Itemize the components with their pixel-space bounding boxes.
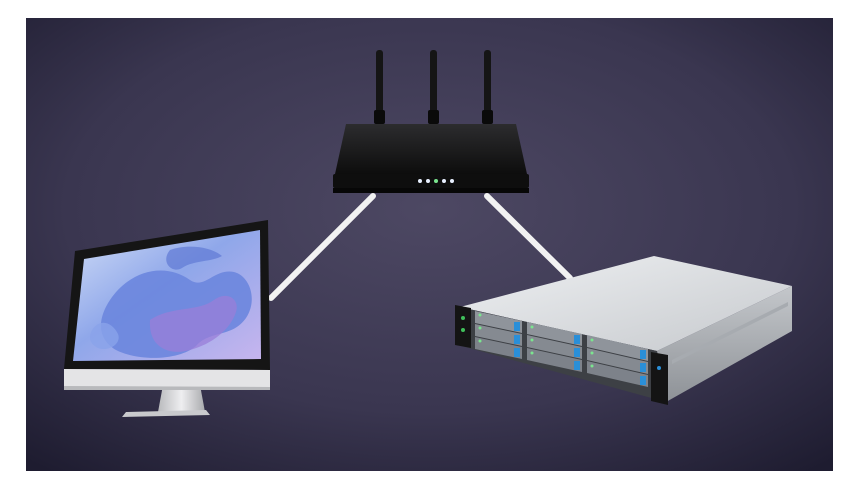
server-side [657, 286, 792, 402]
router-antenna [376, 50, 383, 128]
router-antenna [484, 50, 491, 128]
monitor-wallpaper [90, 246, 252, 358]
drive-bay [475, 324, 522, 346]
router-body [335, 124, 527, 174]
drive-bay [475, 337, 522, 359]
link-router-desktop [268, 193, 376, 301]
drive-bay [527, 335, 582, 359]
network-links [268, 193, 573, 301]
monitor-base [122, 410, 210, 417]
router-antenna [430, 50, 437, 128]
server-top [460, 256, 792, 351]
router-led [426, 179, 430, 183]
wifi-router-icon [333, 50, 529, 193]
router-front [333, 174, 529, 188]
router-status-leds [418, 179, 454, 183]
server-ear-right [651, 352, 668, 405]
desktop-monitor-icon [64, 220, 270, 417]
router-led [434, 179, 438, 183]
router-led [418, 179, 422, 183]
router-led [442, 179, 446, 183]
drive-bay [475, 311, 522, 333]
drive-bay [587, 361, 648, 387]
rack-server-icon [455, 256, 792, 405]
router-led [450, 179, 454, 183]
link-router-server [484, 193, 573, 281]
drive-bay [587, 348, 648, 374]
server-drive-bays [475, 311, 648, 387]
drive-bay [527, 322, 582, 346]
server-ear-left [455, 305, 471, 348]
drive-bay [587, 335, 648, 361]
monitor-chin [64, 369, 270, 388]
drive-bay [527, 348, 582, 372]
monitor-stand [158, 385, 205, 412]
